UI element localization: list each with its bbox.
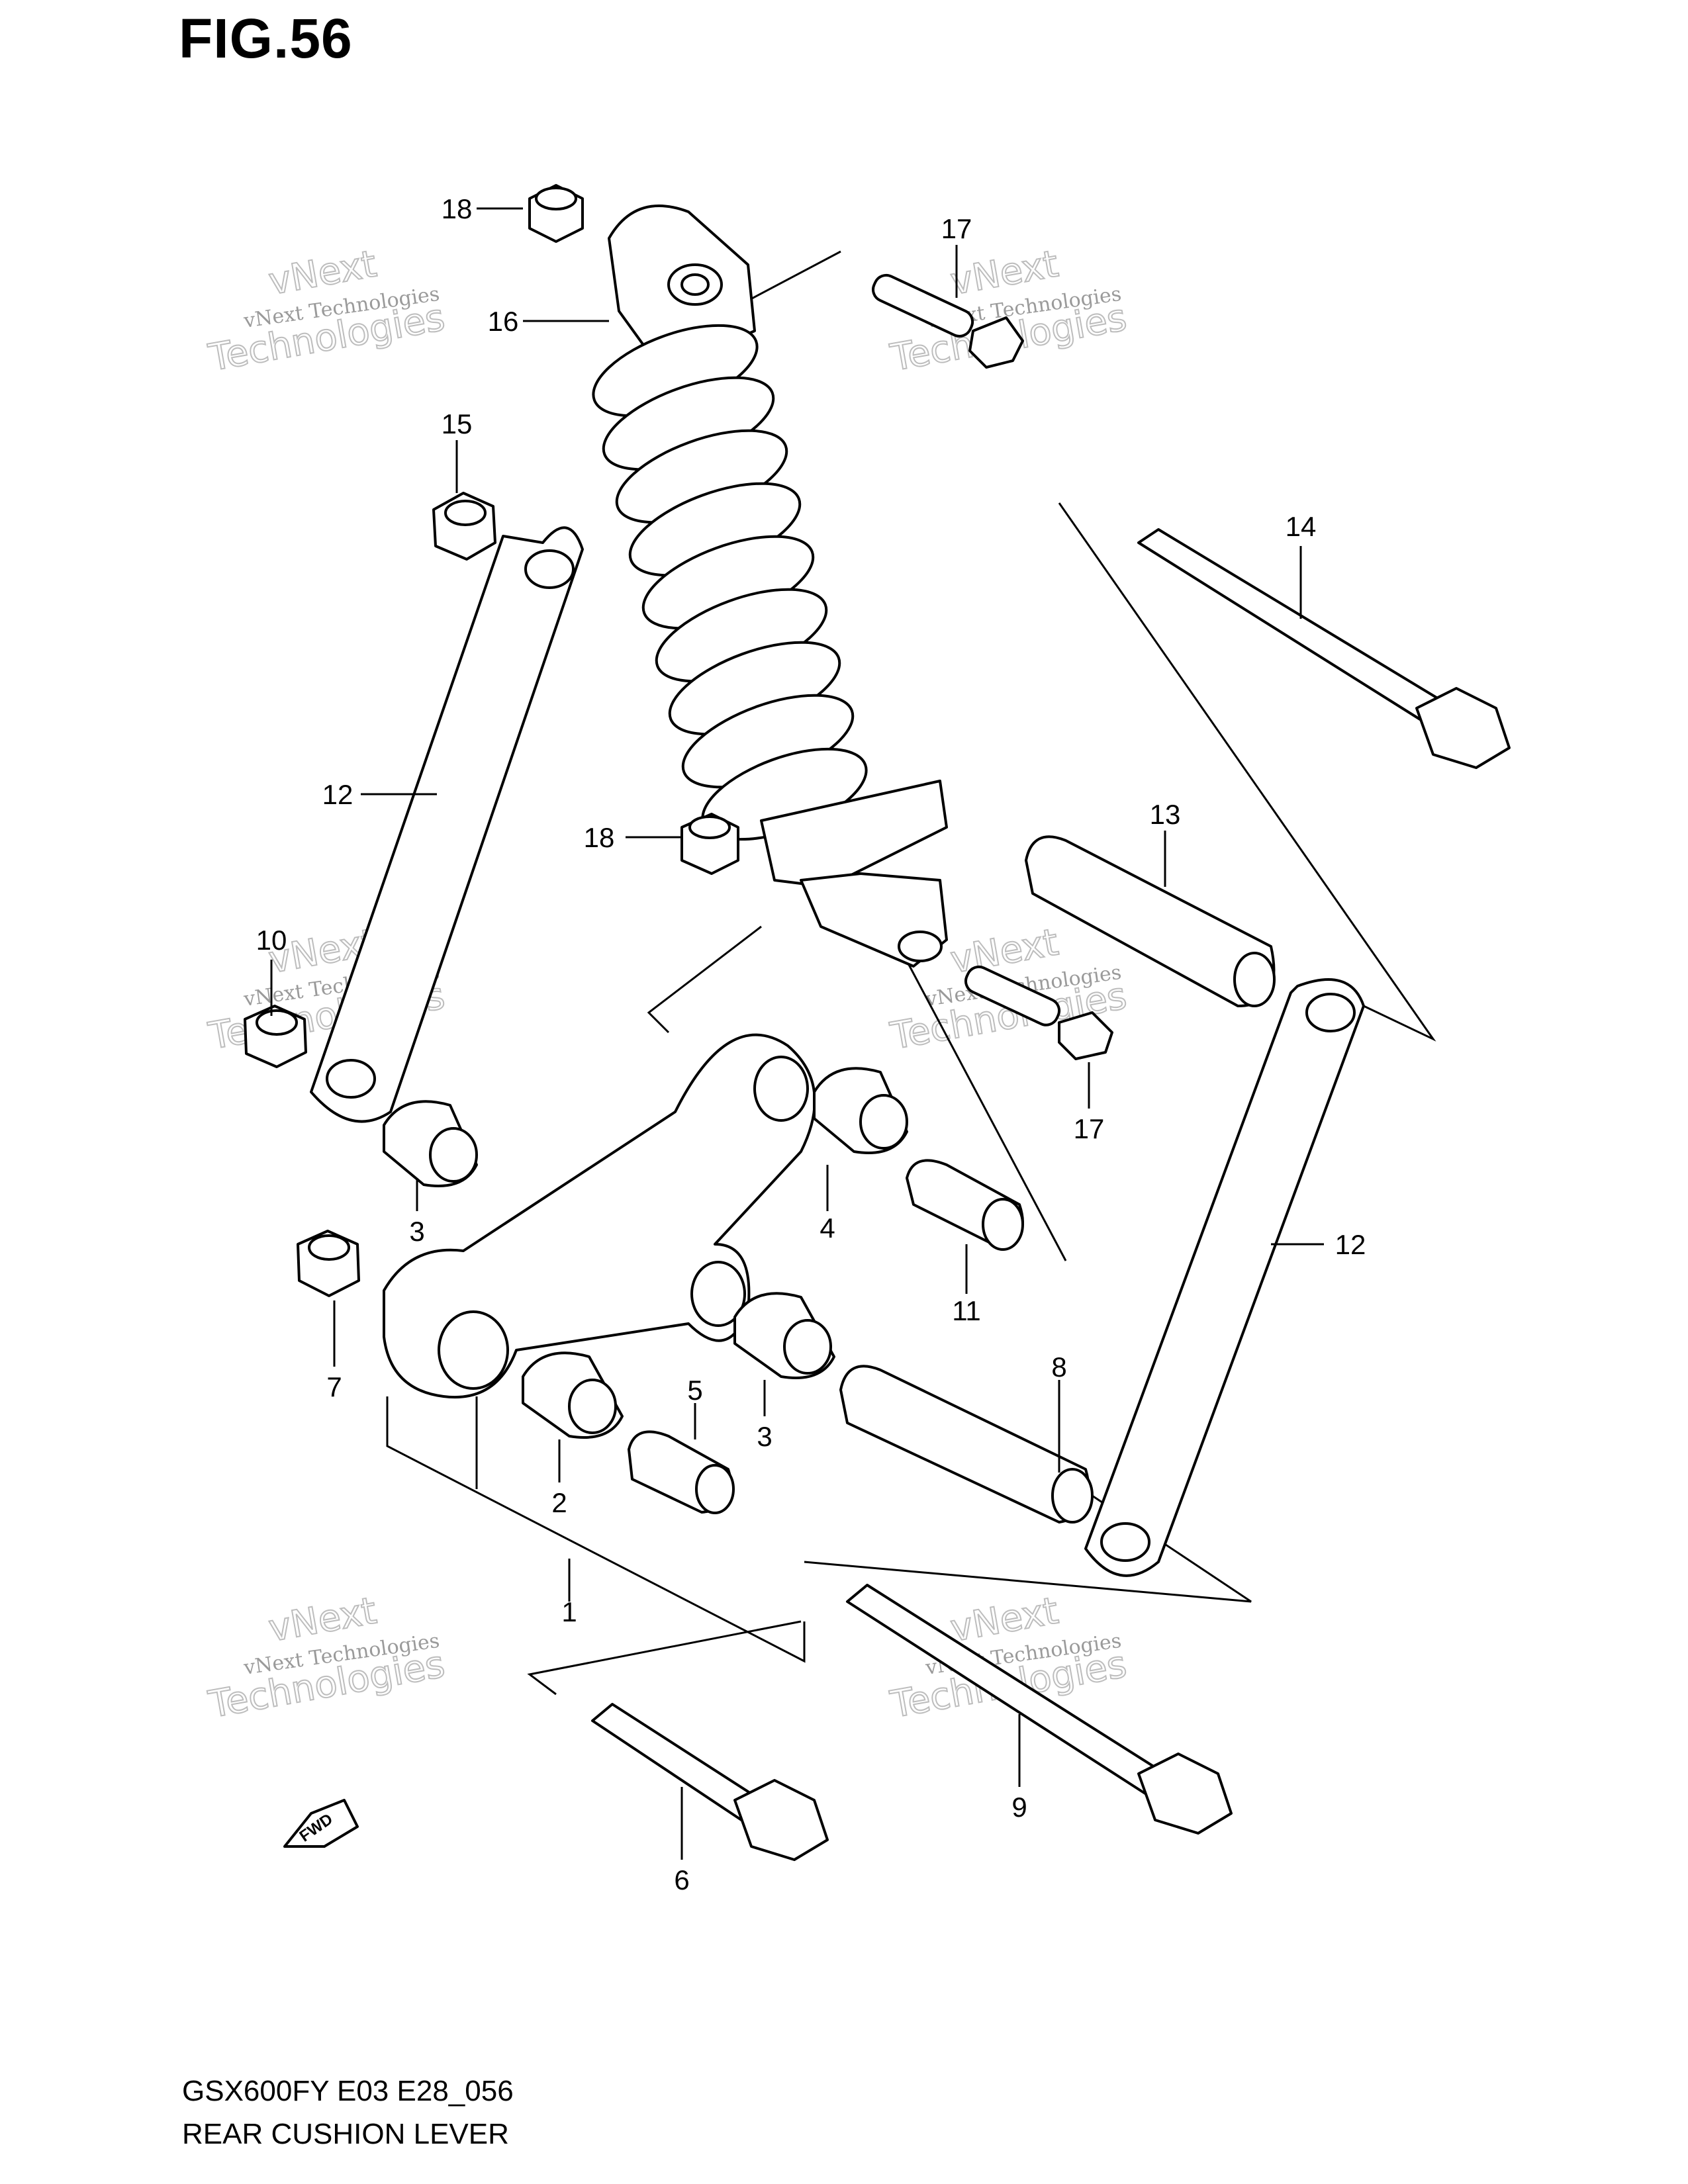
assembly-lines: [386, 250, 1436, 1696]
tie-rod-12-left: [310, 526, 584, 1123]
fwd-arrow: FWD: [283, 1799, 359, 1848]
callouts: 18 17 16 15 14 12 18 13 10 17 3 4 11 12 …: [256, 193, 1366, 1895]
figure-title: FIG.56: [179, 7, 353, 69]
nut-7: [297, 1230, 360, 1297]
callout-14: 14: [1286, 511, 1317, 542]
callout-7: 7: [326, 1371, 342, 1402]
collar-11: [906, 1159, 1024, 1251]
callout-9: 9: [1011, 1792, 1027, 1823]
bolt-14: [1137, 528, 1511, 769]
collar-13: [1025, 835, 1276, 1007]
collar-5: [628, 1430, 735, 1514]
tie-rod-12-right: [1084, 978, 1365, 1577]
section-name: REAR CUSHION LEVER: [182, 2118, 509, 2150]
callout-3-lower: 3: [757, 1421, 772, 1452]
shock-spring-coils: [592, 324, 868, 841]
callout-18-upper: 18: [442, 193, 473, 224]
model-code: GSX600FY E03 E28_056: [182, 2075, 514, 2107]
callout-3-upper: 3: [409, 1216, 424, 1247]
callout-17-upper: 17: [941, 213, 972, 244]
bushing-3-lower: [733, 1292, 835, 1379]
nut-15: [432, 492, 496, 561]
bolt-9: [846, 1584, 1233, 1835]
leader-lines: [270, 207, 1324, 1860]
nut-18-lower: [680, 813, 739, 875]
rear-shock-absorber: [592, 205, 948, 968]
callout-12-left: 12: [322, 779, 353, 810]
bolt-17-upper: [872, 273, 1024, 369]
watermark: vNext Technologies vNext Technologies: [205, 1588, 449, 1727]
collar-8: [839, 1365, 1094, 1524]
callout-4: 4: [820, 1212, 835, 1244]
nut-18-upper: [528, 184, 584, 243]
cushion-lever-1: [383, 1033, 816, 1399]
callout-5: 5: [687, 1375, 702, 1406]
callout-13: 13: [1150, 799, 1181, 830]
callout-11: 11: [952, 1295, 981, 1326]
bolt-17-lower: [964, 965, 1113, 1060]
callout-8: 8: [1051, 1351, 1066, 1383]
callout-12-right: 12: [1335, 1229, 1366, 1260]
watermark: vNext Technologies vNext Technologies: [205, 242, 449, 381]
callout-2: 2: [551, 1487, 567, 1518]
callout-15: 15: [442, 408, 473, 439]
nut-10: [244, 1005, 307, 1068]
callout-17-lower: 17: [1074, 1113, 1105, 1144]
callout-16: 16: [488, 306, 519, 337]
bolt-6: [591, 1703, 829, 1861]
bushing-2: [522, 1351, 624, 1439]
callout-6: 6: [674, 1864, 689, 1895]
callout-18-lower: 18: [584, 822, 615, 853]
bushing-4: [813, 1067, 908, 1154]
bushing-3-upper: [383, 1100, 478, 1187]
callout-1: 1: [561, 1596, 577, 1627]
callout-10: 10: [256, 925, 287, 956]
